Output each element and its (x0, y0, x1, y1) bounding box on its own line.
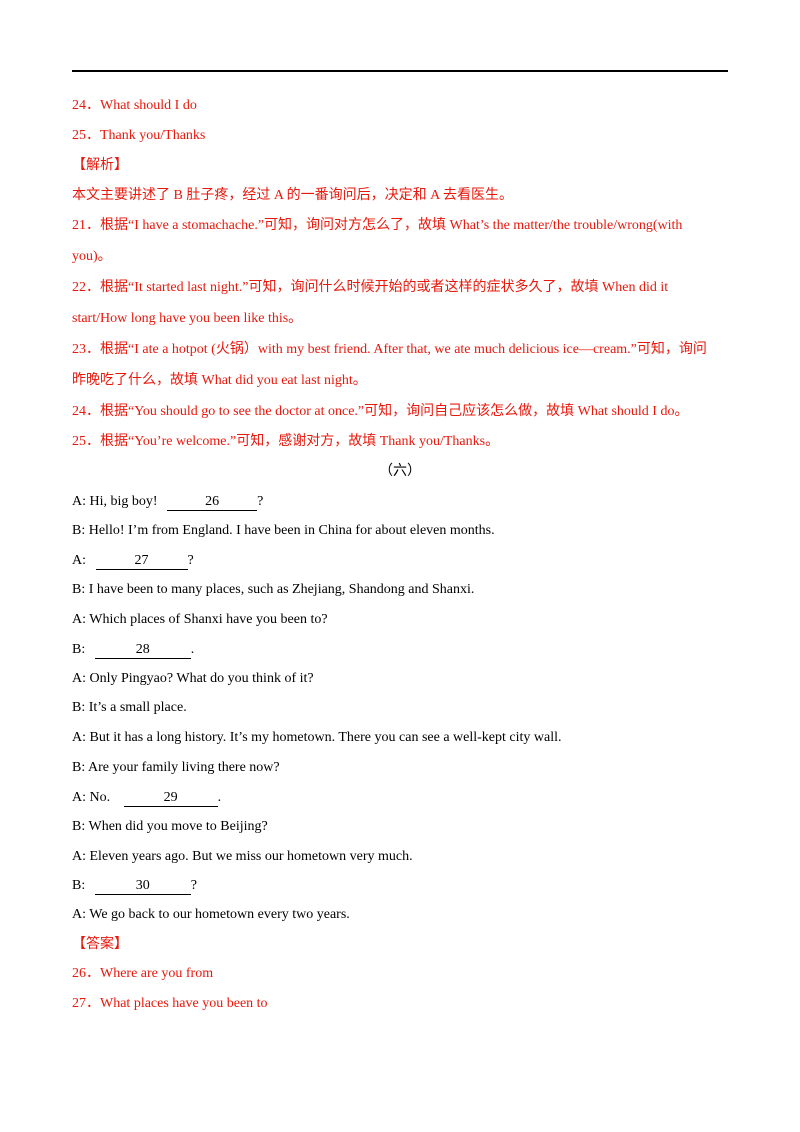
dialogue-line: A: But it has a long history. It’s my ho… (72, 730, 562, 745)
analysis-25: 25．根据“You’re welcome.”可知，感谢对方，故填 Thank y… (72, 434, 500, 449)
dialogue-text: A: Hi, big boy! (72, 494, 158, 509)
dialogue-line: B: I have been to many places, such as Z… (72, 582, 475, 597)
dialogue-line-29: A: No. 29. (72, 789, 221, 807)
dialogue-line: B: Hello! I’m from England. I have been … (72, 523, 495, 538)
dialogue-line-26: A: Hi, big boy! 26? (72, 493, 263, 511)
dialogue-text: A: No. (72, 790, 111, 805)
answer-27: 27．What places have you been to (72, 996, 268, 1011)
dialogue-punct: ? (257, 494, 264, 509)
answer-26: 26．Where are you from (72, 966, 214, 981)
dialogue-line: B: It’s a small place. (72, 700, 187, 715)
dialogue-line-27: A: 27? (72, 552, 194, 570)
analysis-22: 22．根据“It started last night.”可知，询问什么时候开始… (72, 280, 669, 295)
dialogue-line: A: We go back to our hometown every two … (72, 907, 350, 922)
dialogue-line: A: Which places of Shanxi have you been … (72, 612, 328, 627)
analysis-23-cont: 昨晚吃了什么，故填 What did you eat last night。 (72, 373, 367, 388)
analysis-22-cont: start/How long have you been like this。 (72, 311, 303, 326)
analysis-21-cont: you)。 (72, 249, 112, 264)
dialogue-line: B: Are your family living there now? (72, 760, 280, 775)
answer-heading: 【答案】 (72, 937, 128, 952)
blank-26: 26 (167, 494, 258, 511)
dialogue-line: B: When did you move to Beijing? (72, 819, 268, 834)
blank-27: 27 (95, 553, 188, 570)
dialogue-line: A: Eleven years ago. But we miss our hom… (72, 849, 413, 864)
dialogue-punct: ? (190, 878, 197, 893)
header-rule (72, 70, 728, 72)
dialogue-line-28: B: 28. (72, 641, 194, 659)
answer-25: 25．Thank you/Thanks (72, 128, 206, 143)
dialogue-line-30: B: 30? (72, 877, 197, 895)
dialogue-text: B: (72, 642, 86, 657)
analysis-heading: 【解析】 (72, 158, 128, 173)
answer-24: 24．What should I do (72, 98, 197, 113)
dialogue-line: A: Only Pingyao? What do you think of it… (72, 671, 314, 686)
analysis-24: 24．根据“You should go to see the doctor at… (72, 404, 689, 419)
dialogue-text: A: (72, 553, 86, 568)
analysis-21: 21．根据“I have a stomachache.”可知，询问对方怎么了，故… (72, 218, 683, 233)
dialogue-punct: ? (187, 553, 194, 568)
dialogue-text: B: (72, 878, 86, 893)
analysis-23: 23．根据“I ate a hotpot (火锅）with my best fr… (72, 342, 707, 357)
section-title: （六） (379, 464, 421, 479)
blank-29: 29 (123, 790, 218, 807)
dialogue-punct: . (190, 642, 195, 657)
blank-30: 30 (94, 878, 191, 895)
dialogue-punct: . (217, 790, 222, 805)
analysis-summary: 本文主要讲述了 B 肚子疼，经过 A 的一番询问后，决定和 A 去看医生。 (72, 188, 514, 203)
blank-28: 28 (94, 642, 191, 659)
